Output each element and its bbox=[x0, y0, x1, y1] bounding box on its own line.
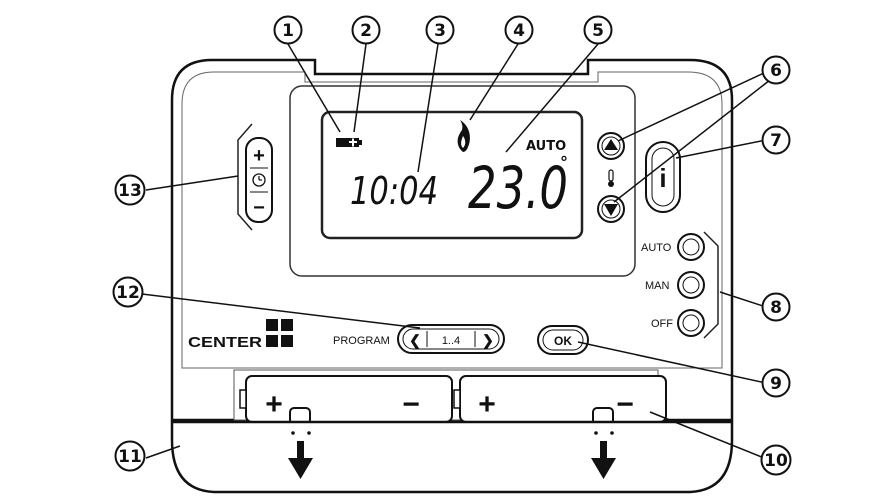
time-plus-button[interactable]: + bbox=[253, 145, 265, 167]
mode-indicator: AUTO bbox=[526, 139, 566, 154]
callout-leaders bbox=[141, 43, 771, 459]
svg-text:9: 9 bbox=[770, 374, 782, 394]
svg-text:11: 11 bbox=[118, 447, 142, 467]
callout-2: 2 bbox=[351, 15, 381, 45]
auto-label: AUTO bbox=[641, 242, 672, 254]
callout-9: 9 bbox=[761, 368, 791, 398]
ok-button[interactable] bbox=[537, 325, 589, 355]
off-button[interactable] bbox=[677, 309, 705, 337]
svg-text:5: 5 bbox=[592, 21, 604, 41]
svg-text:2: 2 bbox=[360, 21, 372, 41]
degree-symbol: ° bbox=[560, 153, 568, 172]
arrow-down-icon bbox=[288, 431, 313, 479]
brand-logo: CENTER bbox=[188, 334, 262, 351]
program-selector bbox=[397, 324, 505, 354]
program-range: 1..4 bbox=[442, 335, 460, 347]
callout-11: 11 bbox=[114, 440, 146, 472]
battery-left-plus: + bbox=[265, 388, 283, 421]
battery-right-minus: − bbox=[616, 388, 634, 421]
flame-icon bbox=[457, 120, 470, 152]
arrow-down-icon bbox=[591, 431, 616, 479]
auto-button[interactable] bbox=[677, 233, 705, 261]
off-label: OFF bbox=[651, 318, 673, 330]
callout-5: 5 bbox=[583, 15, 613, 45]
temperature-reading: 23.0 bbox=[468, 154, 568, 222]
battery-icon bbox=[336, 138, 362, 147]
lcd-screen bbox=[320, 110, 584, 240]
mode-bracket bbox=[703, 231, 719, 339]
svg-text:1: 1 bbox=[282, 21, 294, 41]
device-inner-outline bbox=[181, 71, 723, 369]
program-label: PROGRAM bbox=[333, 335, 390, 347]
clock-time: 10:04 bbox=[350, 169, 438, 213]
battery-right-plus: + bbox=[478, 388, 496, 421]
callout-6: 6 bbox=[761, 55, 791, 85]
temp-up-button[interactable] bbox=[597, 132, 625, 160]
svg-text:6: 6 bbox=[770, 61, 782, 81]
callout-4: 4 bbox=[504, 15, 534, 45]
svg-text:3: 3 bbox=[434, 21, 446, 41]
svg-text:10: 10 bbox=[764, 451, 788, 471]
svg-text:12: 12 bbox=[116, 283, 140, 303]
svg-text:13: 13 bbox=[118, 181, 142, 201]
battery-cover[interactable] bbox=[170, 420, 734, 494]
callout-8: 8 bbox=[761, 292, 791, 322]
temp-down-button[interactable] bbox=[597, 195, 625, 223]
svg-text:7: 7 bbox=[770, 131, 782, 151]
svg-text:8: 8 bbox=[770, 298, 782, 318]
program-next-button[interactable]: ❯ bbox=[482, 332, 494, 349]
time-minus-button[interactable]: − bbox=[253, 197, 265, 219]
brand-squares bbox=[266, 319, 293, 347]
callout-12: 12 bbox=[112, 276, 144, 308]
stepper-bracket bbox=[237, 123, 253, 231]
callout-7: 7 bbox=[761, 125, 791, 155]
callout-10: 10 bbox=[760, 444, 792, 476]
callout-3: 3 bbox=[425, 15, 455, 45]
man-button[interactable] bbox=[677, 271, 705, 299]
callout-13: 13 bbox=[114, 174, 146, 206]
thermometer-icon bbox=[608, 169, 614, 187]
callout-1: 1 bbox=[273, 15, 303, 45]
info-icon: i bbox=[659, 163, 666, 193]
svg-text:4: 4 bbox=[513, 21, 525, 41]
program-prev-button[interactable]: ❮ bbox=[409, 332, 421, 349]
battery-left-minus: − bbox=[402, 388, 420, 421]
man-label: MAN bbox=[645, 280, 670, 292]
ok-label: OK bbox=[554, 334, 572, 348]
clock-icon bbox=[252, 173, 266, 187]
